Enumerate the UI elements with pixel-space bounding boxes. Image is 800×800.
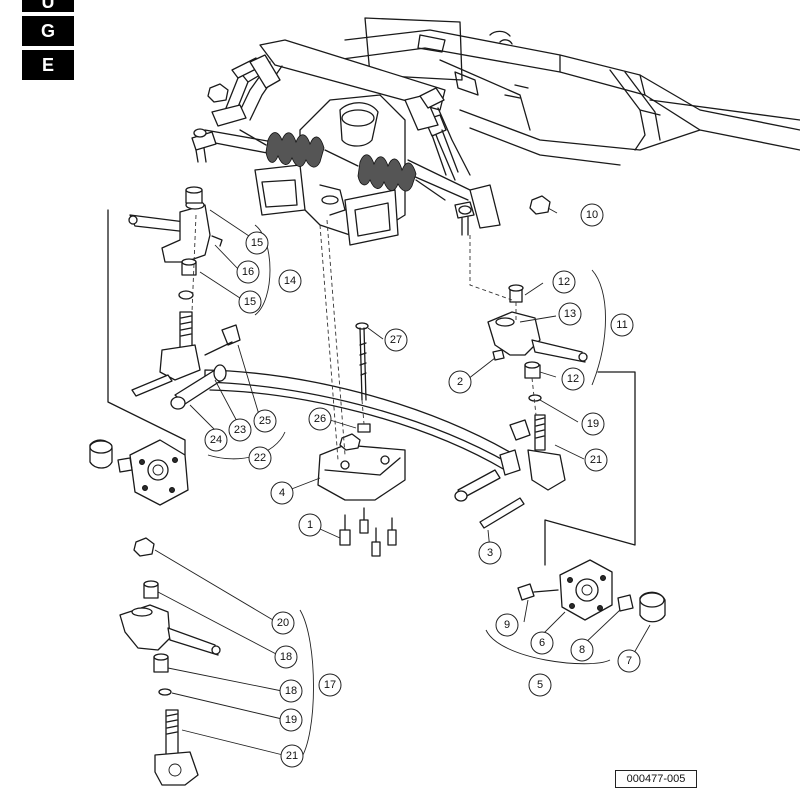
right-spindle-assembly [487,284,588,402]
svg-text:11: 11 [616,319,627,331]
section-tabs: U G E [22,0,74,84]
svg-text:12: 12 [567,373,579,385]
callout-18a: 18 [274,645,298,669]
callout-16: 16 [236,260,260,284]
callout-9: 9 [495,613,519,637]
callout-12a: 12 [552,270,576,294]
callout-22: 22 [248,446,272,470]
left-spindle-assembly [128,186,223,300]
svg-text:25: 25 [259,415,271,427]
vehicle-frame [334,17,800,166]
callout-21a: 21 [584,448,608,472]
callout-3: 3 [478,541,502,565]
callout-10: 10 [580,203,604,227]
top-nuts [207,83,551,215]
callout-26: 26 [308,407,332,431]
svg-text:8: 8 [579,644,585,656]
mount-bolts [339,507,397,557]
callout-25: 25 [253,409,277,433]
svg-text:15: 15 [251,237,263,249]
callout-5: 5 [528,673,552,697]
svg-text:21: 21 [590,454,602,466]
callout-2: 2 [448,370,472,394]
leader-lines [154,207,651,756]
callout-19a: 19 [581,412,605,436]
svg-text:18: 18 [285,685,297,697]
svg-text:19: 19 [285,714,297,726]
callout-27: 27 [384,328,408,352]
svg-text:21: 21 [286,750,298,762]
svg-text:14: 14 [284,275,296,287]
callout-17: 17 [318,673,342,697]
svg-text:22: 22 [254,452,266,464]
svg-text:27: 27 [390,334,402,346]
callout-21b: 21 [280,744,304,768]
tie-rod-boots [191,128,475,236]
bolt-27 [355,322,369,401]
svg-text:26: 26 [314,413,326,425]
callout-12b: 12 [561,367,585,391]
left-knuckle [131,311,241,397]
svg-text:19: 19 [587,418,599,430]
svg-text:10: 10 [586,209,598,221]
tab-e[interactable]: E [22,50,74,80]
svg-text:12: 12 [558,276,570,288]
callout-7: 7 [617,649,641,673]
lower-spindle-assembly [119,537,221,786]
callout-19b: 19 [279,708,303,732]
callout-20: 20 [271,611,295,635]
callout-14: 14 [278,269,302,293]
svg-text:20: 20 [277,617,289,629]
tab-g[interactable]: G [22,16,74,46]
figure-reference: 000477-005 [615,770,697,788]
assembly-guide-lines [107,209,636,566]
callout-15a: 15 [245,231,269,255]
svg-text:18: 18 [280,651,292,663]
svg-text:23: 23 [234,424,246,436]
callout-6: 6 [530,631,554,655]
shock-absorbers [231,54,445,131]
svg-text:2: 2 [457,376,463,388]
tab-u[interactable]: U [22,0,74,12]
left-hub [89,439,189,506]
leaf-spring [170,364,521,502]
svg-text:9: 9 [504,619,510,631]
svg-text:24: 24 [210,434,222,446]
callout-11: 11 [610,313,634,337]
svg-text:17: 17 [324,679,336,691]
right-hub [517,559,666,623]
svg-text:13: 13 [564,308,576,320]
svg-text:6: 6 [539,637,545,649]
callout-24: 24 [204,428,228,452]
svg-text:3: 3 [487,547,493,559]
steering-gear [254,94,406,246]
callout-8: 8 [570,638,594,662]
callout-23: 23 [228,418,252,442]
svg-text:5: 5 [537,679,543,691]
callout-18b: 18 [279,679,303,703]
callout-15b: 15 [238,290,262,314]
svg-text:4: 4 [279,487,285,499]
svg-text:1: 1 [307,519,313,531]
right-knuckle [479,414,566,529]
callout-4: 4 [270,481,294,505]
svg-text:7: 7 [626,655,632,667]
center-mount-plate [317,423,406,501]
callout-13: 13 [558,302,582,326]
callout-1: 1 [298,513,322,537]
svg-text:16: 16 [242,266,254,278]
svg-text:15: 15 [244,296,256,308]
